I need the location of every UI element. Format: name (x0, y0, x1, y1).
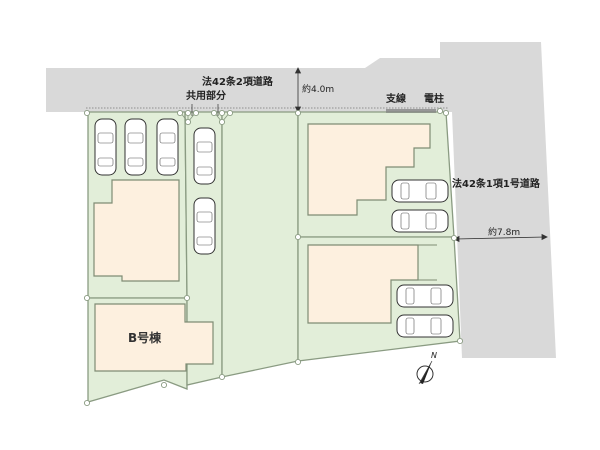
north-road-width-label: 約4.0m (302, 85, 335, 95)
utility-pole-label: 電柱 (424, 94, 444, 105)
building-b (94, 303, 214, 372)
car-east-upper-1 (391, 179, 449, 203)
building-west-upper (93, 179, 180, 282)
building-b-label: B号棟 (128, 331, 162, 345)
shared-part-label: 共用部分 (186, 91, 226, 102)
car-passage-1 (193, 127, 216, 185)
car-east-upper-2 (391, 209, 449, 233)
east-road-label: 法42条1項1号道路 (452, 179, 540, 190)
north-road-label: 法42条2項道路 (202, 77, 273, 88)
guy-wire-label: 支線 (386, 94, 406, 105)
car-east-lower-2 (396, 314, 454, 338)
east-road-width-label: 約7.8m (488, 228, 521, 238)
utility-pole-marker (436, 107, 444, 115)
building-east-upper (307, 123, 431, 216)
car-passage-2 (193, 197, 216, 255)
north-road-dimension (294, 67, 302, 113)
car-west-1 (94, 118, 117, 176)
lot-passage-wide (221, 111, 299, 378)
car-west-3 (156, 118, 179, 176)
car-east-lower-1 (396, 284, 454, 308)
compass-icon (416, 360, 434, 385)
boundary-points (83, 109, 464, 407)
car-west-2 (124, 118, 147, 176)
compass-north-label: N (431, 351, 437, 360)
north-road (46, 42, 556, 358)
